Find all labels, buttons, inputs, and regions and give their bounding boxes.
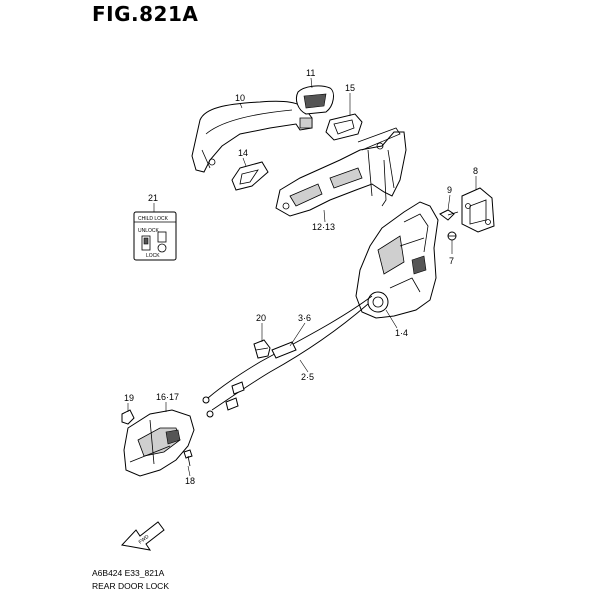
child-lock-title: CHILD LOCK: [138, 216, 169, 222]
clip-part-19: [121, 409, 135, 425]
callout-15: 15: [345, 83, 356, 93]
callout-leader-lines: [127, 77, 477, 477]
callout-19: 19: [124, 393, 135, 403]
callout-3-6: 3·6: [298, 313, 312, 323]
bolt-part-7: [447, 231, 457, 241]
screw-part-9: [439, 209, 459, 221]
callout-9: 9: [447, 185, 453, 195]
striker-part-8: [461, 187, 495, 233]
cables-part-2-5-3-6: [202, 295, 373, 418]
callout-2-5: 2·5: [301, 372, 315, 382]
figure-title: FIG.821A: [92, 2, 199, 26]
callout-10: 10: [235, 93, 246, 103]
callout-21: 21: [148, 193, 159, 203]
callout-16-17: 16·17: [156, 392, 180, 402]
outside-handle-part-10: [191, 100, 313, 173]
figure-caption: REAR DOOR LOCK: [92, 581, 169, 591]
callout-14: 14: [238, 148, 249, 158]
callout-18: 18: [185, 476, 196, 486]
fwd-label: FWD: [138, 534, 151, 546]
clip-part-20: [253, 339, 271, 359]
inside-handle-part-16-17: [123, 409, 195, 477]
child-lock-lock: LOCK: [146, 253, 160, 259]
gasket-part-15: [325, 113, 363, 141]
child-lock-label-part-21: CHILD LOCK UNLOCK LOCK: [133, 211, 177, 261]
callout-11: 11: [306, 68, 316, 78]
callout-8: 8: [473, 166, 479, 176]
gasket-part-14: [231, 161, 269, 191]
door-lock-assembly-part-1-4: [355, 201, 439, 319]
handle-frame-part-12-13: [275, 127, 407, 217]
callout-20: 20: [256, 313, 267, 323]
callout-7: 7: [449, 256, 455, 266]
screw-part-18: [183, 449, 193, 467]
callout-12-13: 12·13: [312, 222, 336, 232]
callout-1-4: 1·4: [395, 328, 409, 338]
handle-cap-part-11: [295, 85, 334, 115]
child-lock-unlock: UNLOCK: [138, 228, 160, 234]
figure-code: A6B424 E33_821A: [92, 568, 165, 578]
fwd-direction-arrow: FWD: [121, 521, 165, 551]
